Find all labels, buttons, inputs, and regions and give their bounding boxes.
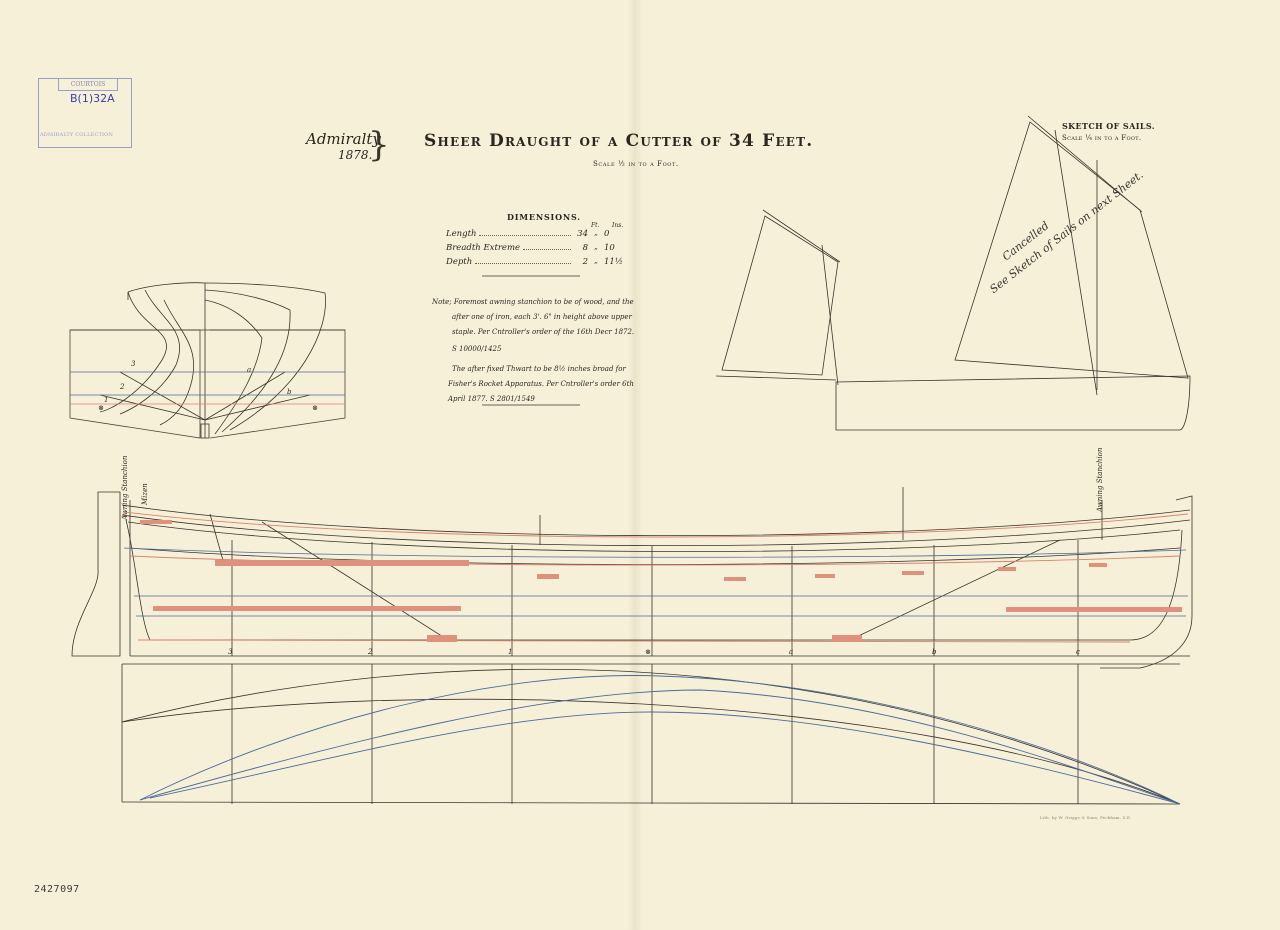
brace-glyph: } (368, 125, 390, 165)
body-plan (69, 282, 346, 439)
dimensions-heading: DIMENSIONS. (507, 212, 581, 222)
station-label: 1 (508, 648, 513, 656)
station-label: ⊗ (645, 648, 651, 656)
body-plan-mark: ⊗ (312, 404, 318, 412)
note-line: The after fixed Thwart to be 8½ inches b… (452, 365, 626, 373)
stamp-heading: COURTOIS (58, 78, 118, 91)
note-line: Fisher's Rocket Apparatus. Per Cntroller… (448, 380, 634, 388)
dimension-label: Length (446, 229, 477, 239)
body-plan-mark: 2 (120, 383, 125, 391)
sails-title: SKETCH OF SAILS. (1062, 121, 1155, 131)
note-line: April 1877. S 2801/1549 (448, 395, 535, 403)
body-plan-mark: a (247, 366, 252, 374)
body-plan-mark: 1 (104, 396, 109, 404)
note-line: S 10000/1425 (452, 345, 502, 353)
dimension-inches: 10 (604, 243, 615, 253)
unit-inches: Ins. (612, 222, 624, 229)
station-label: 2 (368, 648, 373, 656)
dimension-feet: 2 (582, 257, 588, 267)
sheer-plan-red (123, 511, 1189, 643)
dimension-label: Breadth Extreme (446, 243, 521, 253)
scale-note: Scale ½ in to a Foot. (593, 160, 679, 168)
sheer-plan-thwarts (140, 520, 1182, 642)
sail-plan (715, 115, 1191, 431)
note-line: staple. Per Cntroller's order of the 16t… (452, 328, 635, 336)
dimension-feet: 8 (582, 243, 588, 253)
dimension-row: Depth 2„ 11½ (446, 257, 626, 267)
sheer-plan-blue (123, 547, 1188, 617)
paper-fold (628, 0, 642, 930)
dimension-row: Length 34„ 0 (446, 229, 626, 239)
body-plan-waterlines (70, 371, 345, 396)
unit-feet: Ft. (591, 222, 600, 229)
station-label: 3 (228, 648, 233, 656)
station-label: a (789, 648, 794, 656)
authority-name: Admiralty (306, 130, 381, 148)
printer-credit: Lith. by W. Griggs & Sons, Peckham, S.E. (1040, 815, 1132, 820)
catalog-number: 2427097 (34, 884, 80, 895)
sails-scale: Scale ¼ in to a Foot. (1062, 134, 1142, 142)
page-title: Sheer Draught of a Cutter of 34 Feet. (424, 131, 814, 151)
dimension-feet: 34 (577, 229, 588, 239)
body-plan-mark: 3 (131, 360, 136, 368)
note-line: Note; Foremost awning stanchion to be of… (432, 298, 634, 306)
dimension-inches: 11½ (604, 257, 624, 267)
dimension-inches: 0 (604, 229, 610, 239)
half-breadth-plan (121, 663, 1181, 805)
half-breadth-blue (139, 675, 1181, 805)
stamp-footer: ADMIRALTY COLLECTION (40, 132, 114, 138)
stamp-code: B(1)32A (70, 92, 115, 105)
body-plan-mark: ⊗ (98, 404, 104, 412)
note-line: after one of iron, each 3'. 6" in height… (452, 313, 632, 321)
dimension-row: Breadth Extreme 8„ 10 (446, 243, 626, 253)
rule-lines (482, 275, 580, 406)
sheer-plan-black (71, 487, 1193, 669)
body-plan-mark: b (287, 388, 292, 396)
dimension-label: Depth (446, 257, 473, 267)
authority-year: 1878. (338, 148, 373, 162)
